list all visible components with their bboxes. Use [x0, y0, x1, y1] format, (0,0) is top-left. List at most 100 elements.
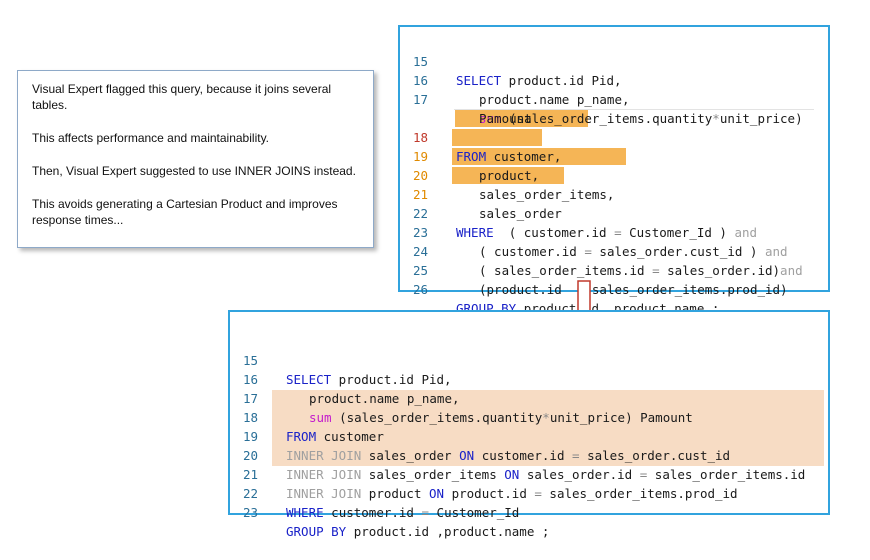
code-line-15: 15 SELECT product.id Pid,: [230, 332, 828, 387]
code-text: product.name p_name,: [309, 391, 460, 406]
code-line-25: 25 (product.id = sales_order_items.prod_…: [400, 242, 828, 297]
code-line-18: 18 FROM customer,: [400, 109, 828, 164]
code-line-16: 16 product.name p_name,: [400, 52, 828, 107]
line-number: 23: [412, 225, 428, 240]
code-text: product: [361, 486, 429, 501]
function-keyword: sum: [479, 111, 502, 126]
keyword: INNER JOIN: [286, 486, 362, 501]
keyword: and: [780, 263, 803, 278]
line-number: 19: [242, 429, 258, 444]
code-text: Customer_Id ): [621, 225, 735, 240]
code-line-21: 21 sales_order: [400, 166, 828, 221]
highlight-sales-order: [452, 167, 564, 184]
code-line-23: 23 ( customer.id = sales_order.cust_id )…: [400, 204, 828, 259]
line-number: 20: [242, 448, 258, 463]
code-text: sales_order: [361, 448, 460, 463]
code-text: sales_order.id: [519, 467, 640, 482]
code-text: customer: [316, 429, 384, 444]
code-text: unit_price): [719, 111, 803, 126]
line-number: 17: [412, 92, 428, 107]
line-number: 15: [412, 54, 428, 69]
code-text: Customer_Id: [429, 505, 520, 520]
keyword: WHERE: [456, 225, 494, 240]
line-number: 24: [412, 244, 428, 259]
code-text: sales_order_items.prod_id: [541, 486, 738, 501]
operator: =: [421, 505, 430, 520]
keyword: FROM: [286, 429, 317, 444]
keyword: SELECT: [456, 73, 502, 88]
code-text: sales_order_items.prod_id): [584, 282, 788, 297]
code-text: sales_order.id): [659, 263, 781, 278]
keyword: and: [764, 244, 788, 259]
operator: *: [712, 111, 720, 126]
keyword: SELECT: [286, 372, 332, 387]
line-number: 19: [412, 149, 428, 164]
code-line-18: 18 FROM customer: [230, 389, 828, 444]
keyword: ON: [429, 486, 445, 501]
keyword: ON: [504, 467, 520, 482]
code-line-21: 21 INNER JOIN product ON product.id = sa…: [230, 446, 828, 501]
code-line-16: 16 product.name p_name,: [230, 351, 828, 406]
code-text: sales_order_items,: [479, 187, 615, 202]
rewritten-query-panel: 15 SELECT product.id Pid, 16 product.nam…: [228, 310, 830, 539]
line-number: 22: [242, 486, 258, 501]
code-text: sales_order.cust_id ): [591, 244, 765, 259]
code-line-22: 22 WHERE customer.id = Customer_Id: [230, 465, 828, 520]
code-text: product,: [479, 168, 540, 183]
code-line-19: 19 product,: [400, 128, 828, 183]
code-line-20: 20 sales_order_items,: [400, 147, 828, 202]
operator: =: [572, 448, 580, 463]
highlight-sales-order-items: [452, 148, 626, 165]
code-line-20: 20 INNER JOIN sales_order_items ON sales…: [230, 427, 828, 482]
operator: =: [534, 486, 542, 501]
keyword: and: [734, 225, 758, 240]
operator: =: [614, 225, 622, 240]
code-line-26: 26 GROUP BY product.id ,product.name ;: [400, 261, 828, 316]
note-paragraph-1: Visual Expert flagged this query, becaus…: [32, 82, 332, 112]
operator: *: [542, 410, 550, 425]
code-text: sales_order.cust_id: [579, 448, 731, 463]
keyword: GROUP BY: [286, 524, 347, 539]
code-text: customer,: [486, 149, 562, 164]
keyword: FROM: [456, 149, 487, 164]
line-number: 18: [412, 130, 428, 145]
code-text: product.id: [444, 486, 535, 501]
code-text: product.id ,product.name ;: [346, 524, 550, 539]
code-line-15: 15 SELECT product.id Pid,: [400, 33, 828, 88]
note-paragraph-3: Then, Visual Expert suggested to use INN…: [32, 164, 356, 178]
code-text: (product.id: [479, 282, 577, 297]
code-text: sales_order_items: [361, 467, 505, 482]
operator: =: [652, 263, 660, 278]
code-line-24: 24 ( sales_order_items.id = sales_order.…: [400, 223, 828, 278]
line-number: 26: [412, 282, 428, 297]
operator: =: [639, 467, 648, 482]
highlight-product: [452, 129, 542, 146]
code-text: ( sales_order_items.id: [479, 263, 653, 278]
inner-join-highlight: [272, 390, 824, 466]
keyword: WHERE: [286, 505, 324, 520]
code-text: ( customer.id: [479, 244, 585, 259]
note-paragraph-2: This affects performance and maintainabi…: [32, 131, 270, 145]
code-text: customer.id: [474, 448, 573, 463]
line-number: 20: [412, 168, 428, 183]
code-text: (sales_order_items.quantity: [331, 410, 543, 425]
line-separator: [454, 109, 814, 110]
code-text: unit_price) Pamount: [549, 410, 693, 425]
code-line-17: 17 sum (sales_order_items.quantity*unit_…: [230, 370, 828, 425]
code-text: sales_order: [479, 206, 562, 221]
code-line-23: 23 GROUP BY product.id ,product.name ;: [230, 484, 828, 539]
line-number: 17: [242, 391, 258, 406]
code-text: customer.id: [323, 505, 422, 520]
line-number: 21: [412, 187, 428, 202]
line-number: 25: [412, 263, 428, 278]
original-query-panel: 15 SELECT product.id Pid, 16 product.nam…: [398, 25, 830, 316]
line-number: 15: [242, 353, 258, 368]
code-line-17-continued: Pamount: [400, 90, 828, 126]
keyword: ON: [459, 448, 475, 463]
keyword: INNER JOIN: [286, 448, 362, 463]
line-number: 16: [412, 73, 428, 88]
code-text: sales_order_items.id: [647, 467, 806, 482]
keyword: INNER JOIN: [286, 467, 362, 482]
operator: =: [584, 244, 592, 259]
code-text: product.id Pid,: [501, 73, 622, 88]
